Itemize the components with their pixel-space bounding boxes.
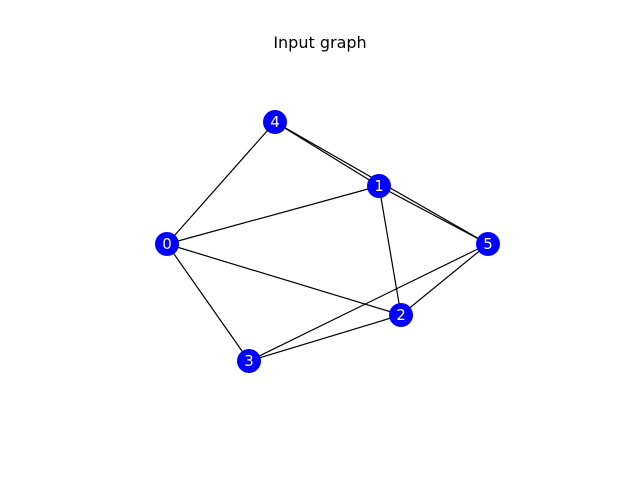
nodes-layer: 0 1 2 3 4 5	[155, 110, 500, 373]
edge-0-4	[166, 121, 276, 245]
node-circle-2	[389, 303, 413, 327]
edge-0-2	[166, 243, 402, 316]
edge-3-5	[248, 243, 489, 362]
node-circle-1	[367, 174, 391, 198]
node-label-4: 4	[270, 113, 280, 131]
node-circle-4	[263, 110, 287, 134]
node-label-0: 0	[162, 235, 172, 253]
edge-1-2	[378, 185, 402, 316]
edge-2-5	[400, 243, 489, 316]
edge-0-1	[166, 185, 380, 245]
node-3: 3	[237, 349, 261, 373]
edges-layer	[166, 121, 489, 362]
edge-1-5	[378, 185, 489, 245]
edge-0-3	[166, 243, 250, 362]
node-label-1: 1	[374, 177, 384, 195]
node-label-2: 2	[396, 306, 406, 324]
node-label-3: 3	[244, 352, 254, 370]
node-circle-0	[155, 232, 179, 256]
edge-4-1	[274, 121, 380, 187]
edge-2-3	[248, 314, 402, 362]
node-label-5: 5	[483, 235, 493, 253]
node-4: 4	[263, 110, 287, 134]
node-0: 0	[155, 232, 179, 256]
node-circle-3	[237, 349, 261, 373]
node-2: 2	[389, 303, 413, 327]
node-5: 5	[476, 232, 500, 256]
figure-title: Input graph	[273, 33, 367, 52]
node-circle-5	[476, 232, 500, 256]
node-1: 1	[367, 174, 391, 198]
